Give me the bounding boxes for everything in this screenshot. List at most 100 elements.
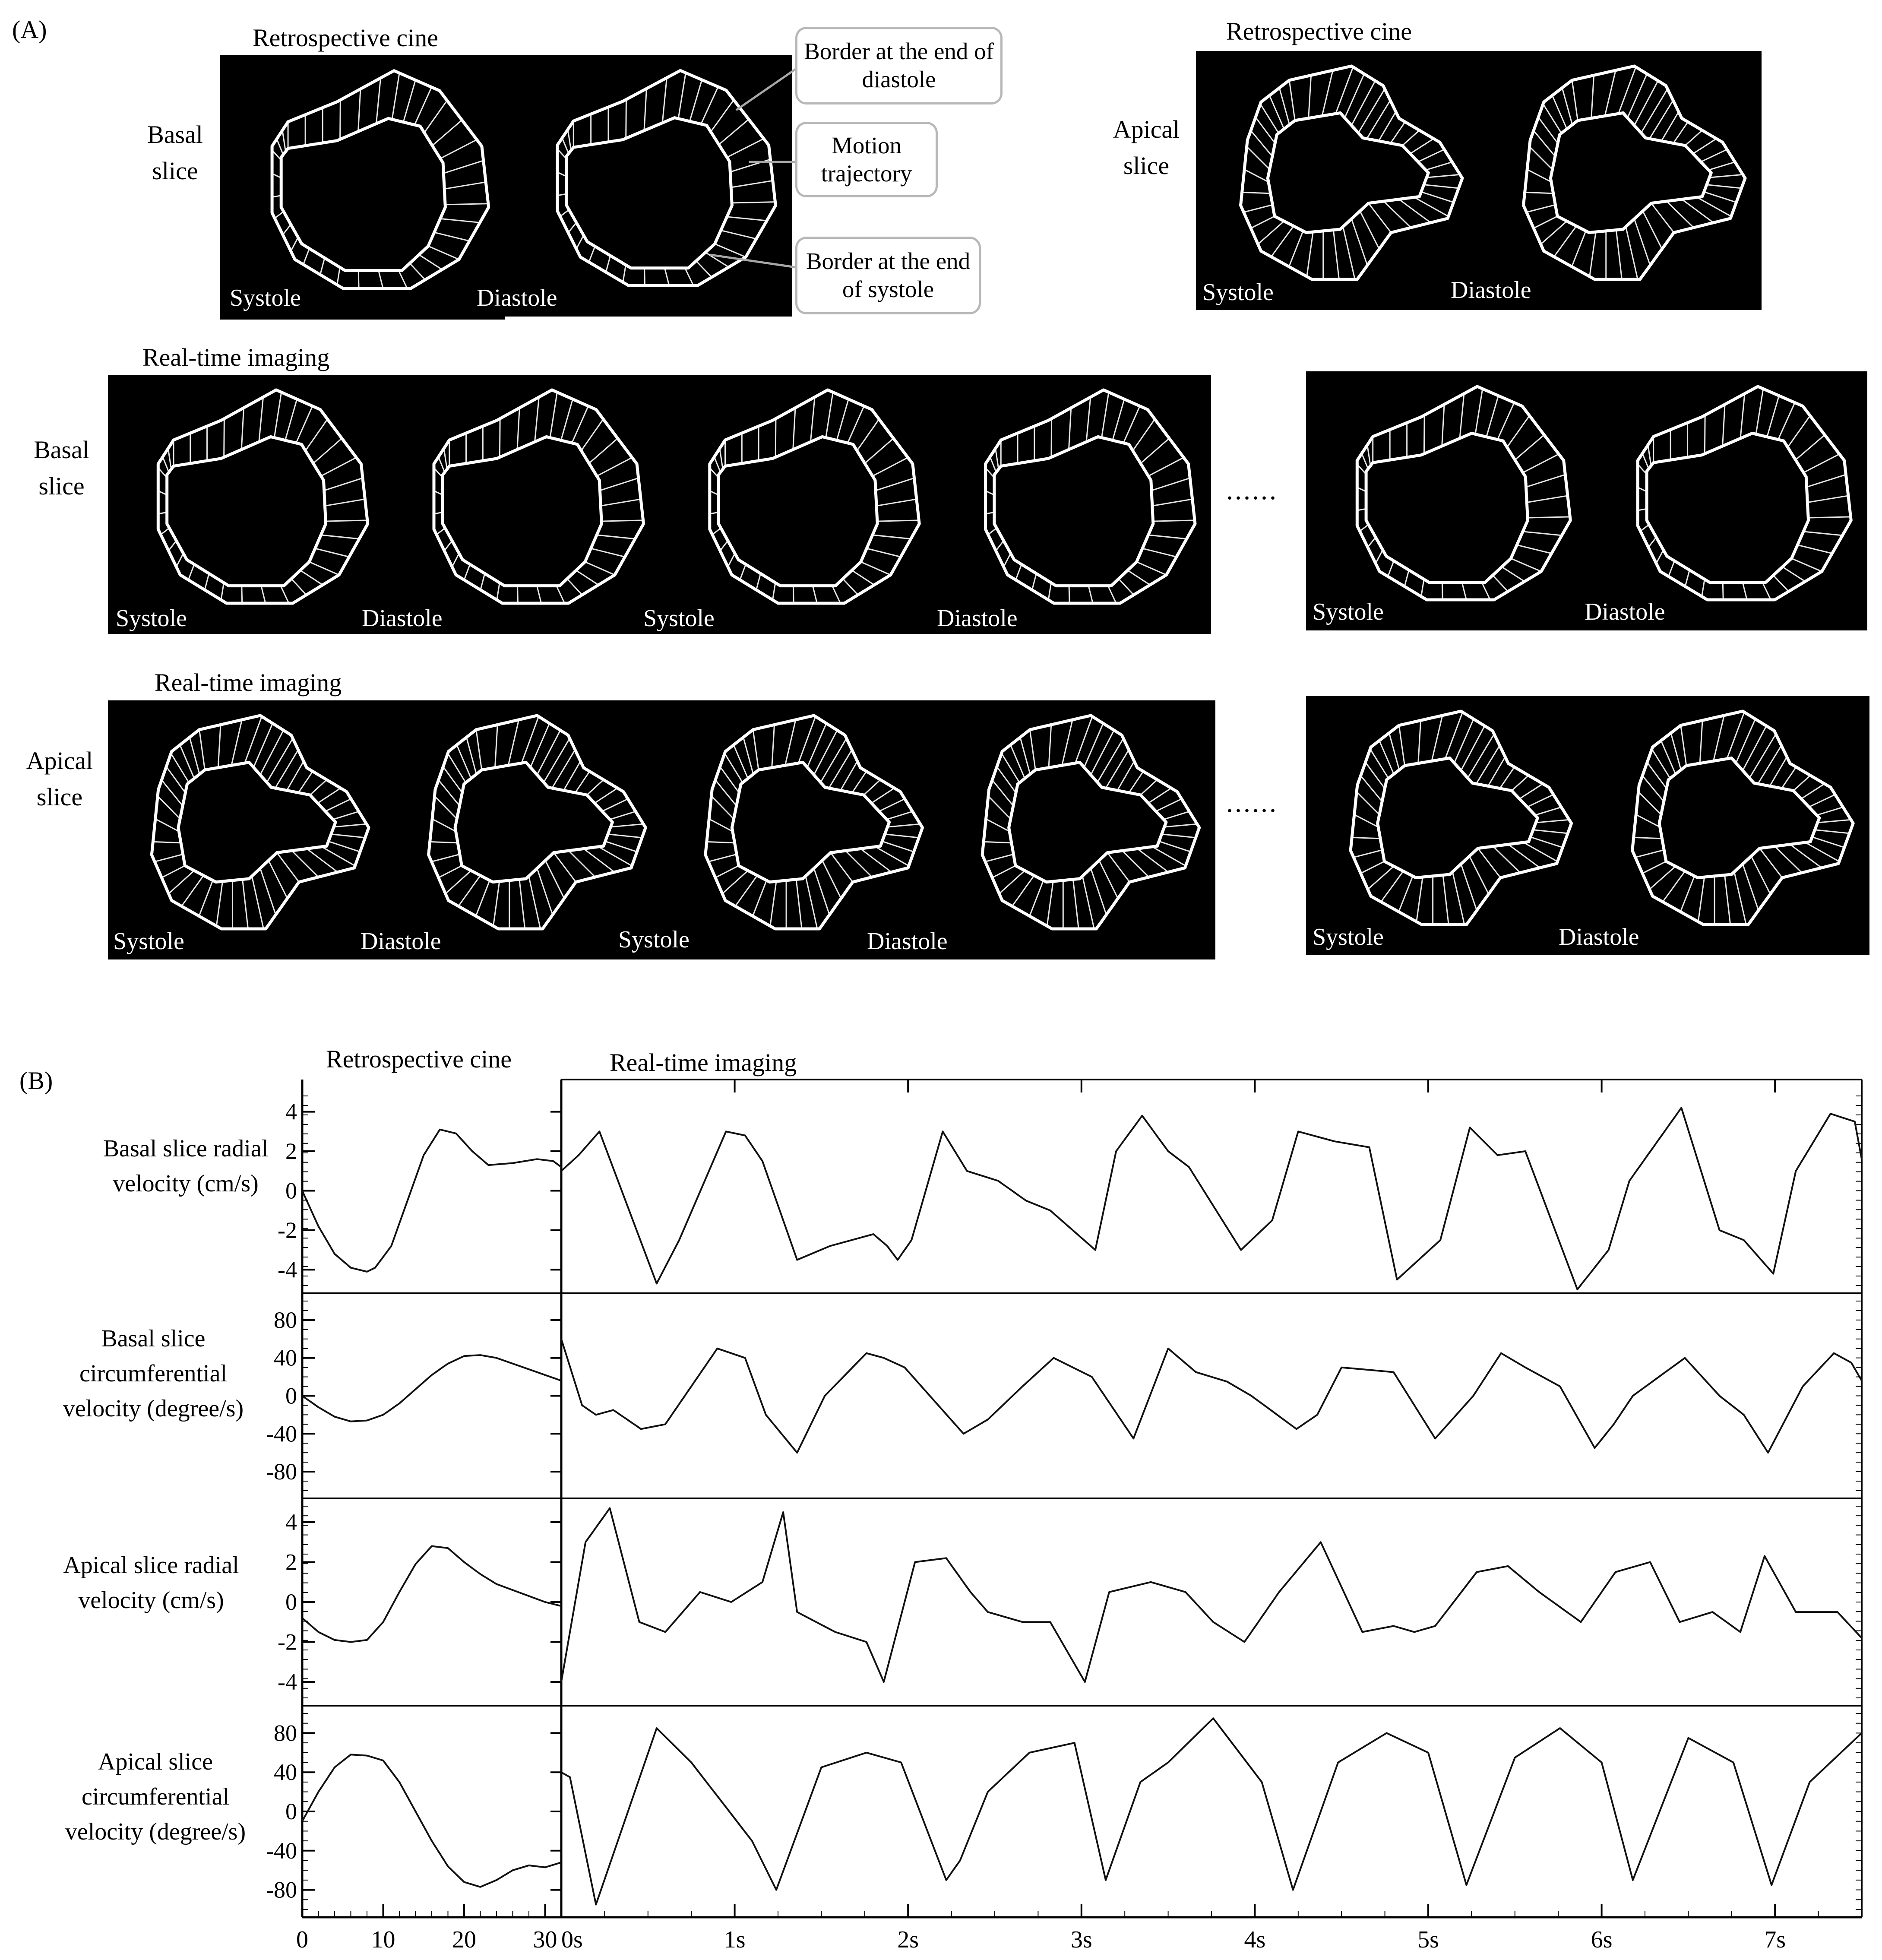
motion-trajectory-line — [438, 865, 462, 878]
row-label-apical-radial: Apical slice radial velocity (cm/s) — [63, 1552, 239, 1614]
motion-trajectory-line — [566, 578, 583, 595]
motion-trajectory-line — [1633, 836, 1662, 839]
motion-trajectory-line — [1127, 570, 1151, 586]
inner-border — [1549, 111, 1713, 234]
motion-trajectory-line — [842, 578, 859, 595]
motion-trajectory-line — [1527, 169, 1552, 183]
motion-trajectory-line — [1029, 729, 1036, 770]
motion-trajectory-line — [1360, 775, 1383, 802]
motion-trajectory-line — [1148, 534, 1187, 540]
y-tick-label: -4 — [278, 1669, 297, 1695]
motion-trajectory-line — [1528, 516, 1570, 519]
x-tick-label: 1s — [724, 1926, 746, 1953]
motion-trajectory-line — [1090, 730, 1115, 776]
velocity-series-line — [301, 1545, 562, 1643]
motion-trajectory-line — [161, 779, 183, 807]
motion-trajectory-line — [1551, 95, 1568, 130]
motion-trajectory-line — [1708, 161, 1735, 171]
y-tick-label: -40 — [266, 1421, 297, 1447]
motion-trajectory-line — [719, 448, 724, 469]
motion-trajectory-line — [1635, 814, 1661, 828]
motion-trajectory-line — [1759, 848, 1783, 878]
motion-trajectory-line — [1366, 445, 1371, 466]
motion-trajectory-line — [825, 392, 834, 438]
inner-border — [441, 435, 603, 588]
motion-trajectory-line — [507, 719, 520, 766]
motion-trajectory-line — [1755, 389, 1764, 434]
y-tick-label: 2 — [285, 1138, 297, 1164]
motion-trajectory-line — [812, 586, 818, 604]
motion-trajectory-line — [557, 193, 567, 196]
motion-trajectory-line — [732, 201, 775, 204]
motion-trajectory-line — [1589, 231, 1597, 277]
motion-trajectory-line — [601, 519, 643, 522]
motion-trajectory-line — [189, 737, 200, 775]
motion-trajectory-line — [286, 761, 304, 791]
motion-trajectory-line — [1467, 734, 1495, 779]
realtime-basal-strip-1 — [108, 375, 1211, 634]
motion-trajectory-line — [280, 586, 290, 604]
motion-trajectory-line — [160, 527, 170, 535]
motion-trajectory-line — [643, 89, 647, 131]
motion-trajectory-line — [872, 457, 908, 477]
motion-trajectory-line — [996, 766, 1017, 793]
motion-trajectory-line — [583, 848, 615, 873]
motion-trajectory-line — [1530, 836, 1563, 848]
myocardium-drawing — [1349, 709, 1855, 926]
motion-trajectory-line — [438, 456, 446, 473]
motion-trajectory-line — [276, 852, 300, 883]
motion-trajectory-line — [1774, 845, 1803, 874]
x-tick-label: 6s — [1591, 1926, 1613, 1953]
retro-basal-title: Retrospective cine — [253, 24, 438, 52]
motion-trajectory-line — [568, 850, 596, 878]
motion-trajectory-line — [220, 583, 225, 600]
motion-trajectory-line — [309, 561, 339, 576]
outer-border — [1631, 709, 1855, 926]
retro-basal-diastole-frame — [505, 55, 792, 317]
motion-trajectory-line — [999, 870, 1025, 894]
motion-trajectory-line — [1506, 415, 1530, 448]
outer-border — [150, 714, 370, 931]
motion-trajectory-line — [324, 477, 363, 491]
motion-trajectory-line — [605, 255, 611, 272]
motion-trajectory-line — [822, 860, 842, 899]
motion-trajectory-line — [231, 719, 243, 766]
motion-trajectory-line — [991, 779, 1014, 807]
motion-trajectory-line — [170, 753, 190, 783]
motion-trajectory-line — [1417, 149, 1445, 163]
motion-trajectory-line — [706, 841, 735, 844]
motion-trajectory-line — [1808, 516, 1851, 519]
motion-trajectory-line — [1242, 191, 1271, 194]
motion-trajectory-line — [1527, 495, 1568, 503]
motion-trajectory-line — [557, 171, 567, 177]
motion-trajectory-line — [856, 418, 880, 451]
motion-trajectory-line — [1351, 218, 1368, 266]
motion-trajectory-line — [168, 540, 177, 551]
motion-trajectory-line — [274, 211, 284, 219]
motion-trajectory-line — [303, 248, 310, 265]
motion-trajectory-line — [1148, 787, 1172, 804]
inner-border — [177, 760, 337, 884]
motion-trajectory-line — [709, 818, 733, 832]
motion-trajectory-line — [830, 852, 854, 883]
motion-trajectory-line — [1706, 184, 1742, 189]
motion-trajectory-line — [1357, 89, 1385, 133]
inner-border — [1266, 111, 1430, 234]
motion-trajectory-line — [1793, 775, 1811, 792]
motion-trajectory-line — [992, 865, 1016, 878]
motion-trajectory-line — [465, 737, 477, 775]
motion-trajectory-line — [1508, 844, 1540, 868]
motion-trajectory-line — [1684, 570, 1690, 587]
motion-trajectory-line — [516, 408, 520, 450]
motion-trajectory-line — [424, 100, 448, 133]
motion-trajectory-line — [769, 881, 777, 926]
motion-trajectory-line — [153, 841, 181, 844]
motion-trajectory-line — [290, 237, 299, 252]
outer-border — [270, 69, 490, 290]
outer-border — [1636, 385, 1853, 602]
motion-trajectory-line — [1625, 226, 1638, 280]
motion-trajectory-line — [1762, 582, 1771, 600]
motion-trajectory-line — [1029, 880, 1044, 917]
motion-trajectory-line — [1519, 783, 1544, 800]
motion-trajectory-line — [1107, 852, 1130, 883]
